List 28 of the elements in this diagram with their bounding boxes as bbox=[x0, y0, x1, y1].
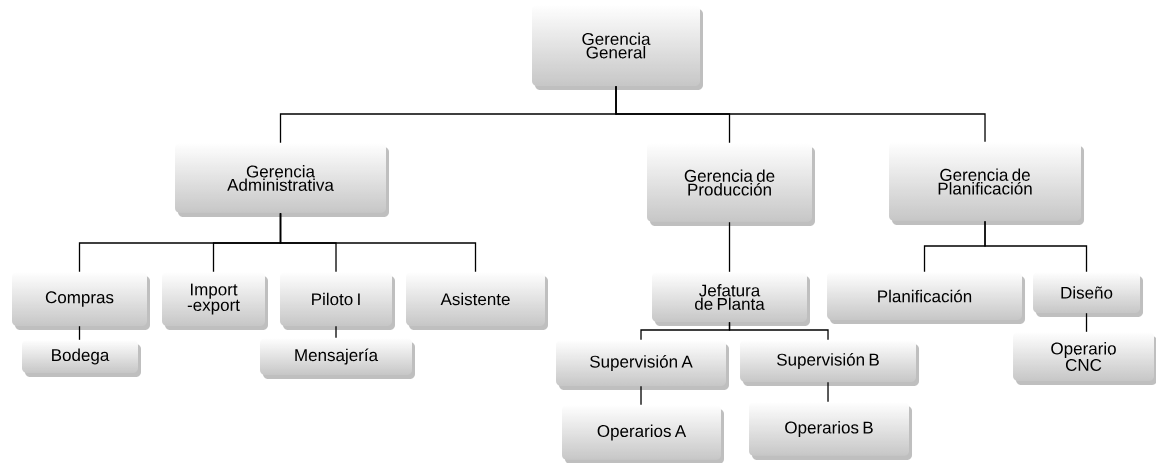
org-box: Compras bbox=[12, 272, 150, 330]
connector-line bbox=[984, 220, 1088, 273]
org-box: Gerencia General bbox=[532, 5, 703, 90]
org-box: Diseño bbox=[1033, 272, 1143, 317]
org-box: Gerencia Administrativa bbox=[175, 143, 389, 217]
connector-line bbox=[1085, 312, 1088, 333]
connector-line bbox=[728, 321, 829, 341]
org-box: Operarios B bbox=[749, 402, 912, 460]
org-box: Gerencia de Planificación bbox=[889, 142, 1084, 225]
connector-line bbox=[728, 221, 731, 273]
org-box: Import -export bbox=[162, 272, 268, 330]
connector-line bbox=[827, 381, 829, 403]
connector-line bbox=[279, 212, 477, 273]
org-box: Operario CNC bbox=[1013, 332, 1156, 385]
org-box: Jefatura de Planta bbox=[652, 272, 810, 326]
org-box: Planificación bbox=[827, 272, 1025, 324]
connector-line bbox=[78, 325, 81, 341]
org-box: Bodega bbox=[22, 340, 141, 377]
connector-line bbox=[640, 385, 642, 406]
org-box: Asistente bbox=[406, 272, 548, 330]
org-box: Supervisión A bbox=[556, 340, 729, 390]
org-box: Mensajería bbox=[260, 338, 415, 379]
org-box: Piloto I bbox=[280, 272, 395, 330]
org-box: Operarios A bbox=[562, 405, 724, 463]
org-box: Gerencia de Producción bbox=[647, 143, 815, 226]
connector-line bbox=[335, 325, 337, 339]
connector-line bbox=[615, 85, 986, 143]
org-box: Supervisión B bbox=[740, 340, 919, 386]
